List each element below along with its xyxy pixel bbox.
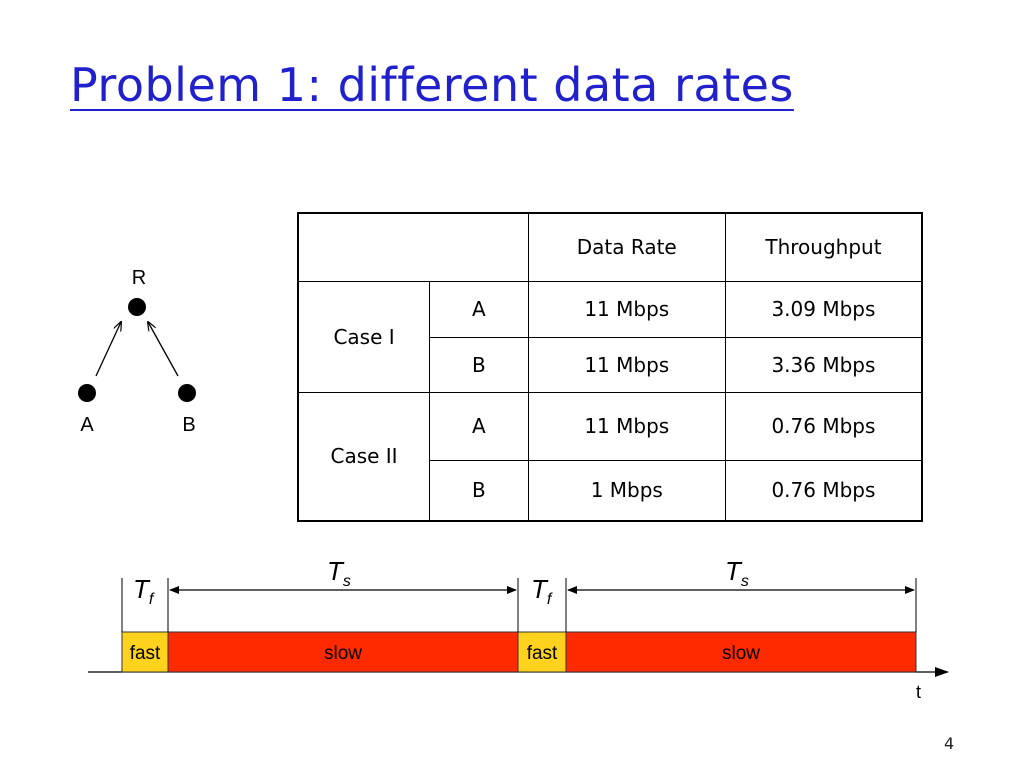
slow-segment-1 <box>167 631 519 673</box>
page-number: 4 <box>944 734 955 753</box>
throughput-cell: 3.09 Mbps <box>724 280 923 338</box>
ts-label-1: Ts <box>327 556 351 590</box>
node-r <box>128 298 146 316</box>
node-b <box>178 384 196 402</box>
slide-title: Problem 1: different data rates <box>70 58 794 112</box>
node-a-label: A <box>80 414 94 436</box>
throughput-cell: 3.36 Mbps <box>724 336 923 393</box>
fast-label-2: fast <box>527 643 558 664</box>
slow-label-1: slow <box>324 643 362 664</box>
arrow-b-to-r <box>148 322 179 377</box>
throughput-cell: 0.76 Mbps <box>724 459 923 522</box>
table-header-row: Data Rate Throughput <box>297 212 923 282</box>
node-cell: B <box>429 459 529 522</box>
case-label: Case I <box>297 280 431 393</box>
ts-label-2: Ts <box>725 556 749 590</box>
arrow-a-to-r <box>95 322 121 377</box>
slow-segment-2 <box>565 631 917 673</box>
node-b-label: B <box>182 414 195 436</box>
network-diagram: R A B <box>78 267 196 436</box>
time-axis-label: t <box>916 682 921 702</box>
table-row: B 1 Mbps 0.76 Mbps <box>298 459 923 522</box>
case-label: Case II <box>297 391 431 522</box>
throughput-cell: 0.76 Mbps <box>724 391 923 461</box>
rate-cell: 11 Mbps <box>527 391 726 461</box>
header-empty-cell <box>297 212 529 282</box>
fast-label-1: fast <box>130 643 161 664</box>
slow-label-2: slow <box>722 643 760 664</box>
table-row: Case I A 11 Mbps 3.09 Mbps <box>297 280 923 393</box>
header-data-rate: Data Rate <box>527 212 726 282</box>
node-cell: A <box>429 280 529 338</box>
fast-segment-1 <box>121 631 169 673</box>
node-a <box>78 384 96 402</box>
fast-segment-2 <box>517 631 567 673</box>
tf-label-2: Tf <box>531 574 553 608</box>
table-row: Case II A 11 Mbps 0.76 Mbps <box>297 391 923 522</box>
throughput-table: Data Rate Throughput Case I A 11 Mbps 3.… <box>297 212 923 522</box>
node-r-label: R <box>132 267 146 289</box>
tf-label-1: Tf <box>133 574 155 608</box>
rate-cell: 1 Mbps <box>527 459 726 522</box>
